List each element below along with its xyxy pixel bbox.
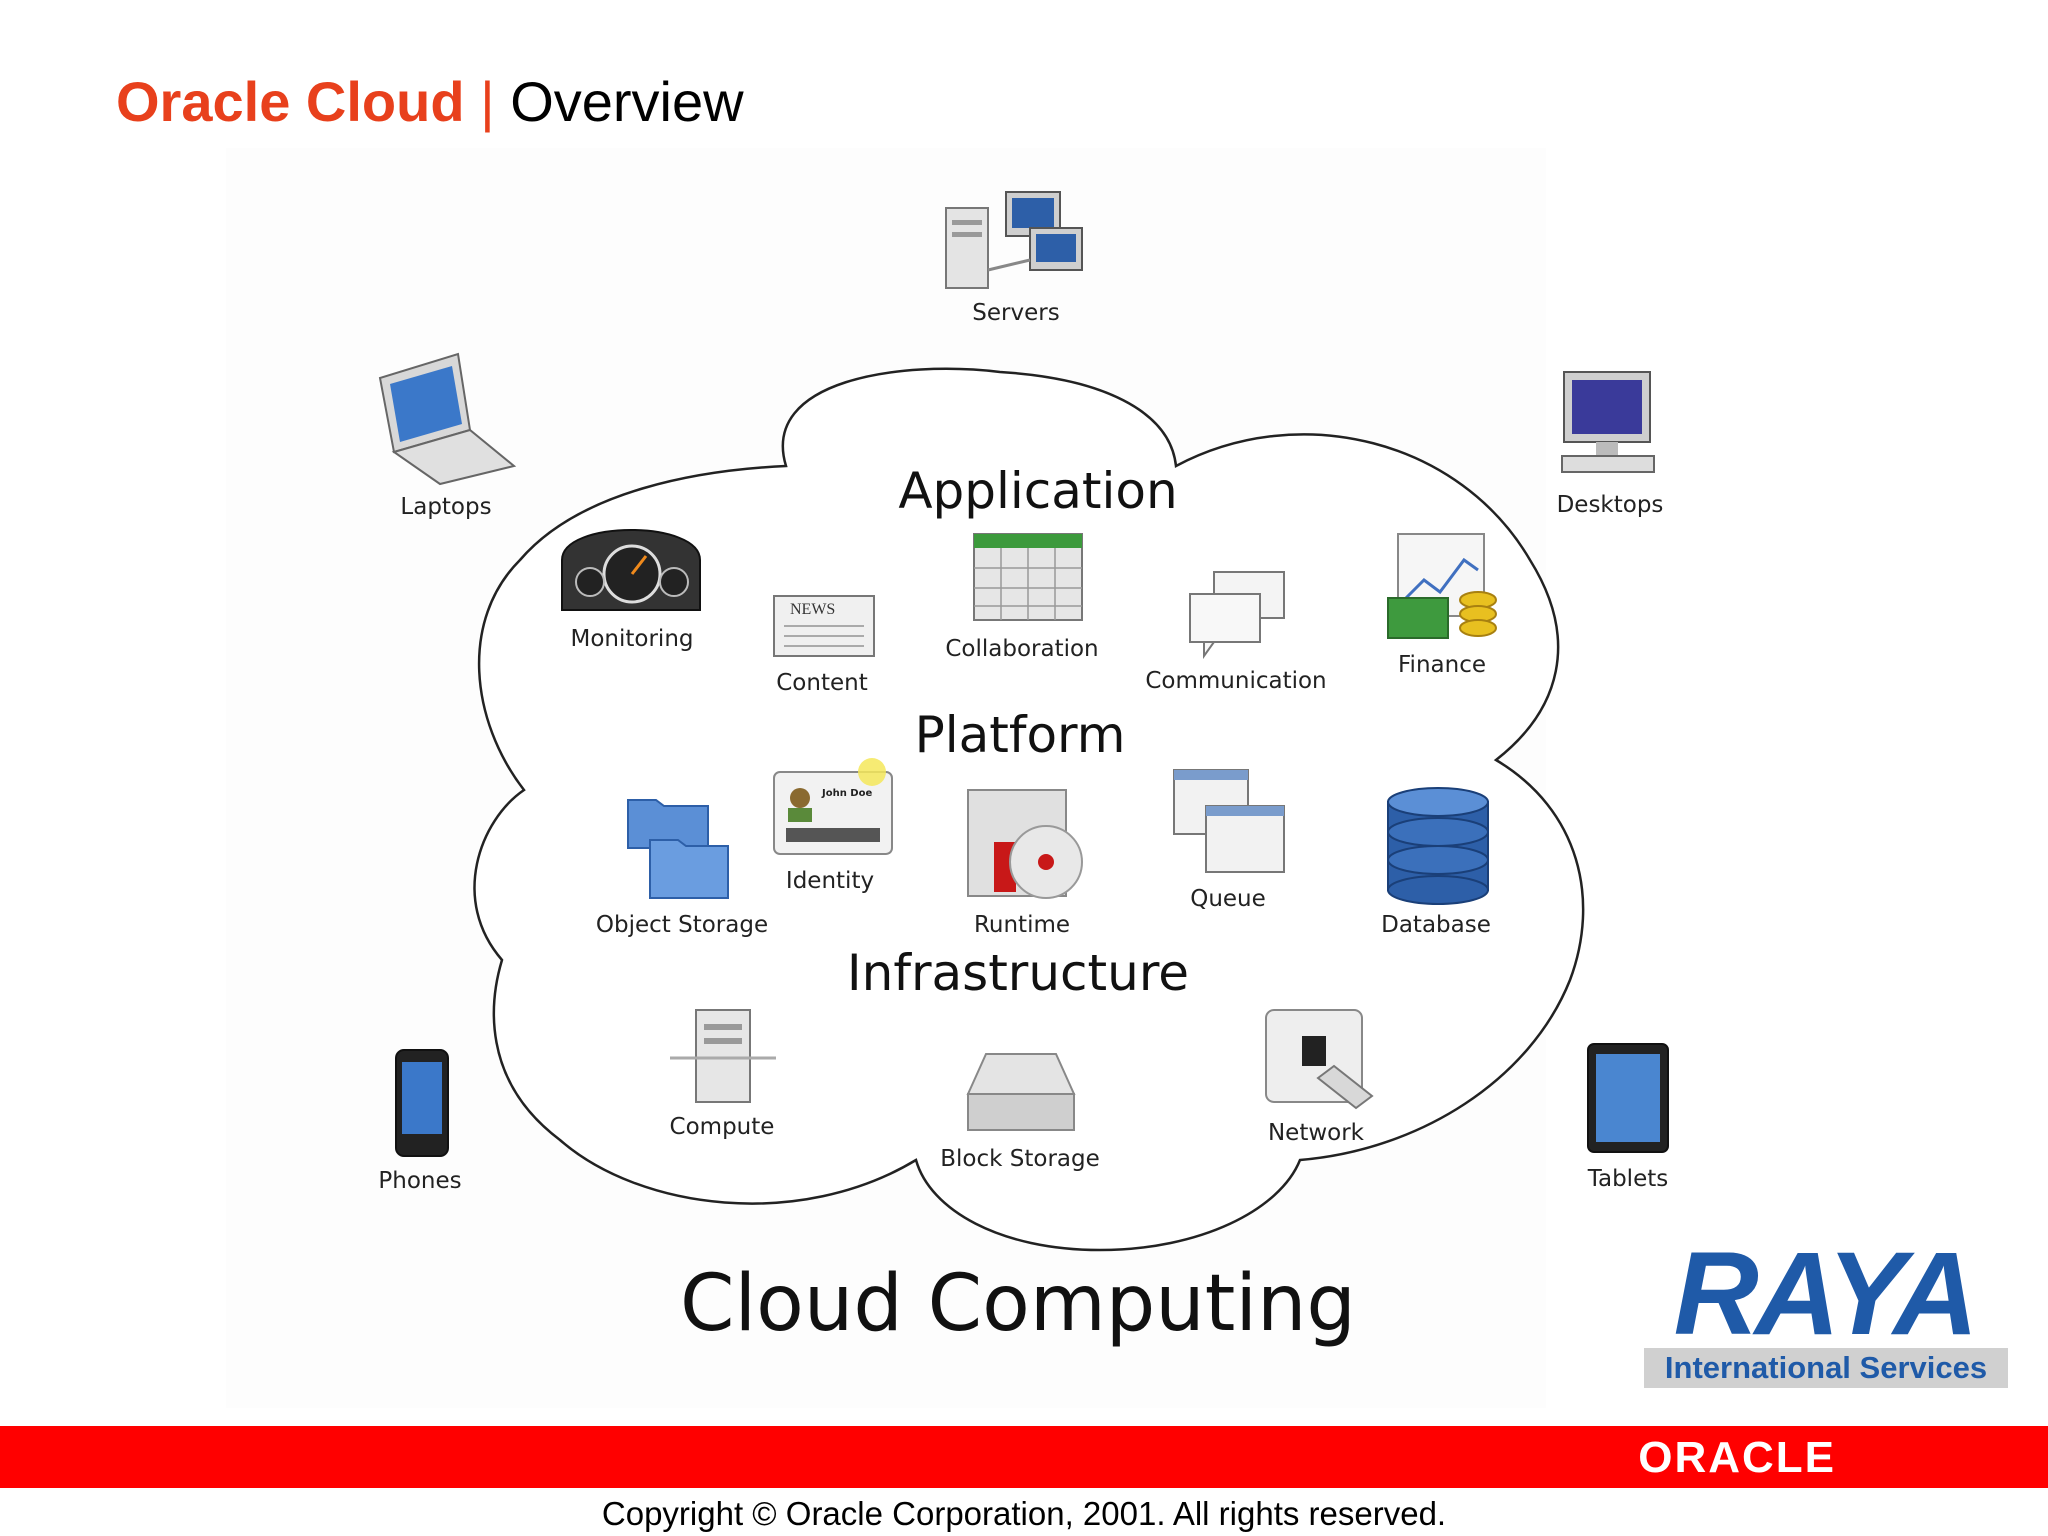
section-application: Application	[898, 462, 1177, 520]
oracle-logo: ORACLE	[1638, 1433, 1836, 1482]
object-storage-label: Object Storage	[596, 912, 768, 938]
diagram-title: Cloud Computing	[680, 1259, 1356, 1349]
object-storage-icon	[627, 799, 729, 899]
tablets-icon	[1587, 1043, 1669, 1153]
id-card-name: John Doe	[821, 788, 872, 799]
communication-icon	[1189, 571, 1285, 660]
database-icon	[1387, 787, 1489, 905]
queue-icon	[1173, 769, 1285, 873]
laptops-label: Laptops	[400, 494, 491, 520]
title-page: Overview	[510, 70, 744, 133]
raya-logo: RAYA	[1673, 1228, 1979, 1360]
content-icon: NEWS	[773, 595, 875, 657]
compute-icon	[670, 1009, 776, 1103]
raya-logo-subtitle: International Services	[1644, 1348, 2008, 1388]
content-label: Content	[776, 670, 867, 696]
monitoring-icon	[561, 529, 701, 611]
runtime-label: Runtime	[974, 912, 1070, 938]
footer-bar	[0, 1426, 2048, 1488]
desktops-icon	[1561, 371, 1655, 473]
laptops-icon	[378, 352, 517, 486]
desktops-label: Desktops	[1557, 492, 1664, 518]
news-icon-text: NEWS	[790, 601, 835, 618]
communication-label: Communication	[1145, 668, 1326, 694]
tablets-label: Tablets	[1587, 1166, 1668, 1192]
copyright-text: Copyright © Oracle Corporation, 2001. Al…	[601, 1495, 1447, 1532]
title-brand: Oracle Cloud	[116, 70, 465, 133]
collaboration-icon	[973, 533, 1083, 621]
database-label: Database	[1381, 912, 1491, 938]
phones-icon	[395, 1049, 449, 1157]
servers-icon	[945, 191, 1083, 289]
servers-label: Servers	[972, 300, 1059, 326]
finance-label: Finance	[1398, 652, 1486, 678]
cloud-computing-diagram: Application Platform Infrastructure Clou…	[378, 191, 1669, 1349]
finance-icon	[1387, 533, 1497, 639]
identity-label: Identity	[786, 868, 874, 894]
network-icon	[1265, 1009, 1374, 1110]
block-storage-icon	[966, 1053, 1076, 1131]
title-separator: |	[480, 70, 495, 133]
compute-label: Compute	[670, 1114, 775, 1140]
section-platform: Platform	[915, 706, 1126, 764]
page-title: Oracle Cloud | Overview	[116, 62, 744, 142]
queue-label: Queue	[1190, 886, 1266, 912]
network-label: Network	[1268, 1120, 1365, 1146]
runtime-icon	[967, 789, 1083, 899]
block-storage-label: Block Storage	[940, 1146, 1100, 1172]
section-infrastructure: Infrastructure	[847, 944, 1189, 1002]
identity-icon: John Doe	[773, 758, 893, 855]
collaboration-label: Collaboration	[945, 636, 1098, 662]
monitoring-label: Monitoring	[571, 626, 694, 652]
phones-label: Phones	[378, 1168, 461, 1194]
